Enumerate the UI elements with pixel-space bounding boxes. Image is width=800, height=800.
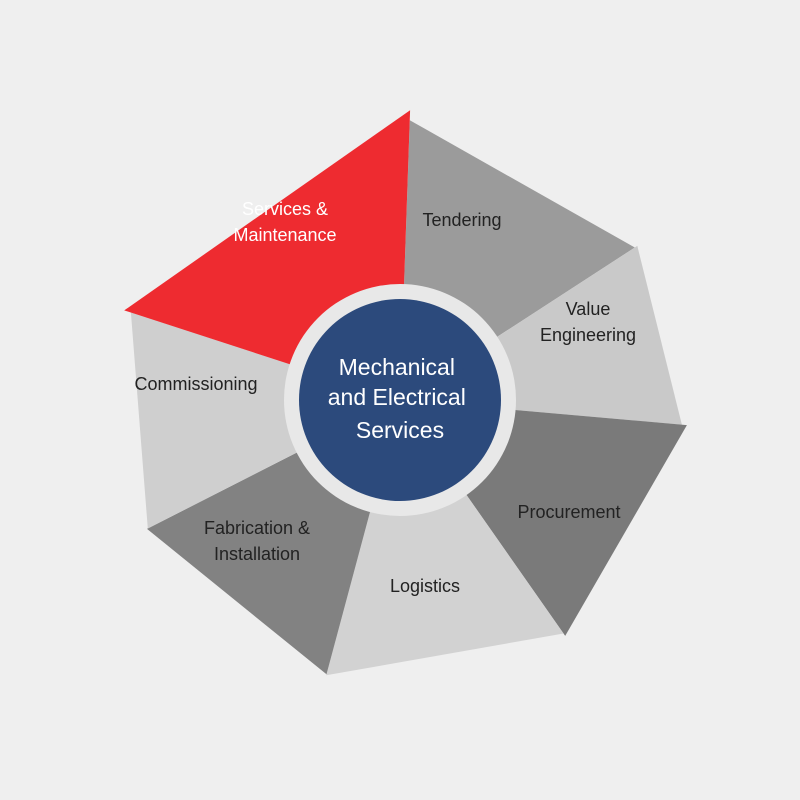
segment-procurement	[434, 405, 687, 636]
segment-label-line: Maintenance	[233, 225, 336, 245]
segment-label-line: Logistics	[390, 576, 460, 596]
segment-label-fabrication-installation: Fabrication & Installation	[204, 518, 310, 564]
center-label-line: and Electrical	[328, 384, 466, 410]
segment-label-commissioning: Commissioning	[134, 374, 257, 394]
center-label-line: Services	[356, 417, 444, 443]
segment-fabrication-installation	[147, 427, 385, 675]
segment-label-line: Procurement	[517, 502, 620, 522]
segment-label-tendering: Tendering	[422, 210, 501, 230]
segment-layer	[124, 110, 687, 676]
segment-label-line: Commissioning	[134, 374, 257, 394]
segment-label-line: Value	[566, 299, 611, 319]
segment-label-line: Fabrication &	[204, 518, 310, 538]
segment-label-line: Services &	[242, 199, 328, 219]
segment-label-line: Engineering	[540, 325, 636, 345]
center-label: Mechanical and Electrical Services	[328, 354, 472, 443]
center-label-line: Mechanical	[339, 354, 455, 380]
segment-label-line: Installation	[214, 544, 300, 564]
segment-label-procurement: Procurement	[517, 502, 620, 522]
segment-label-services-maintenance: Services & Maintenance	[233, 199, 336, 245]
segment-label-line: Tendering	[422, 210, 501, 230]
center-disc	[299, 299, 501, 501]
segment-label-logistics: Logistics	[390, 576, 460, 596]
